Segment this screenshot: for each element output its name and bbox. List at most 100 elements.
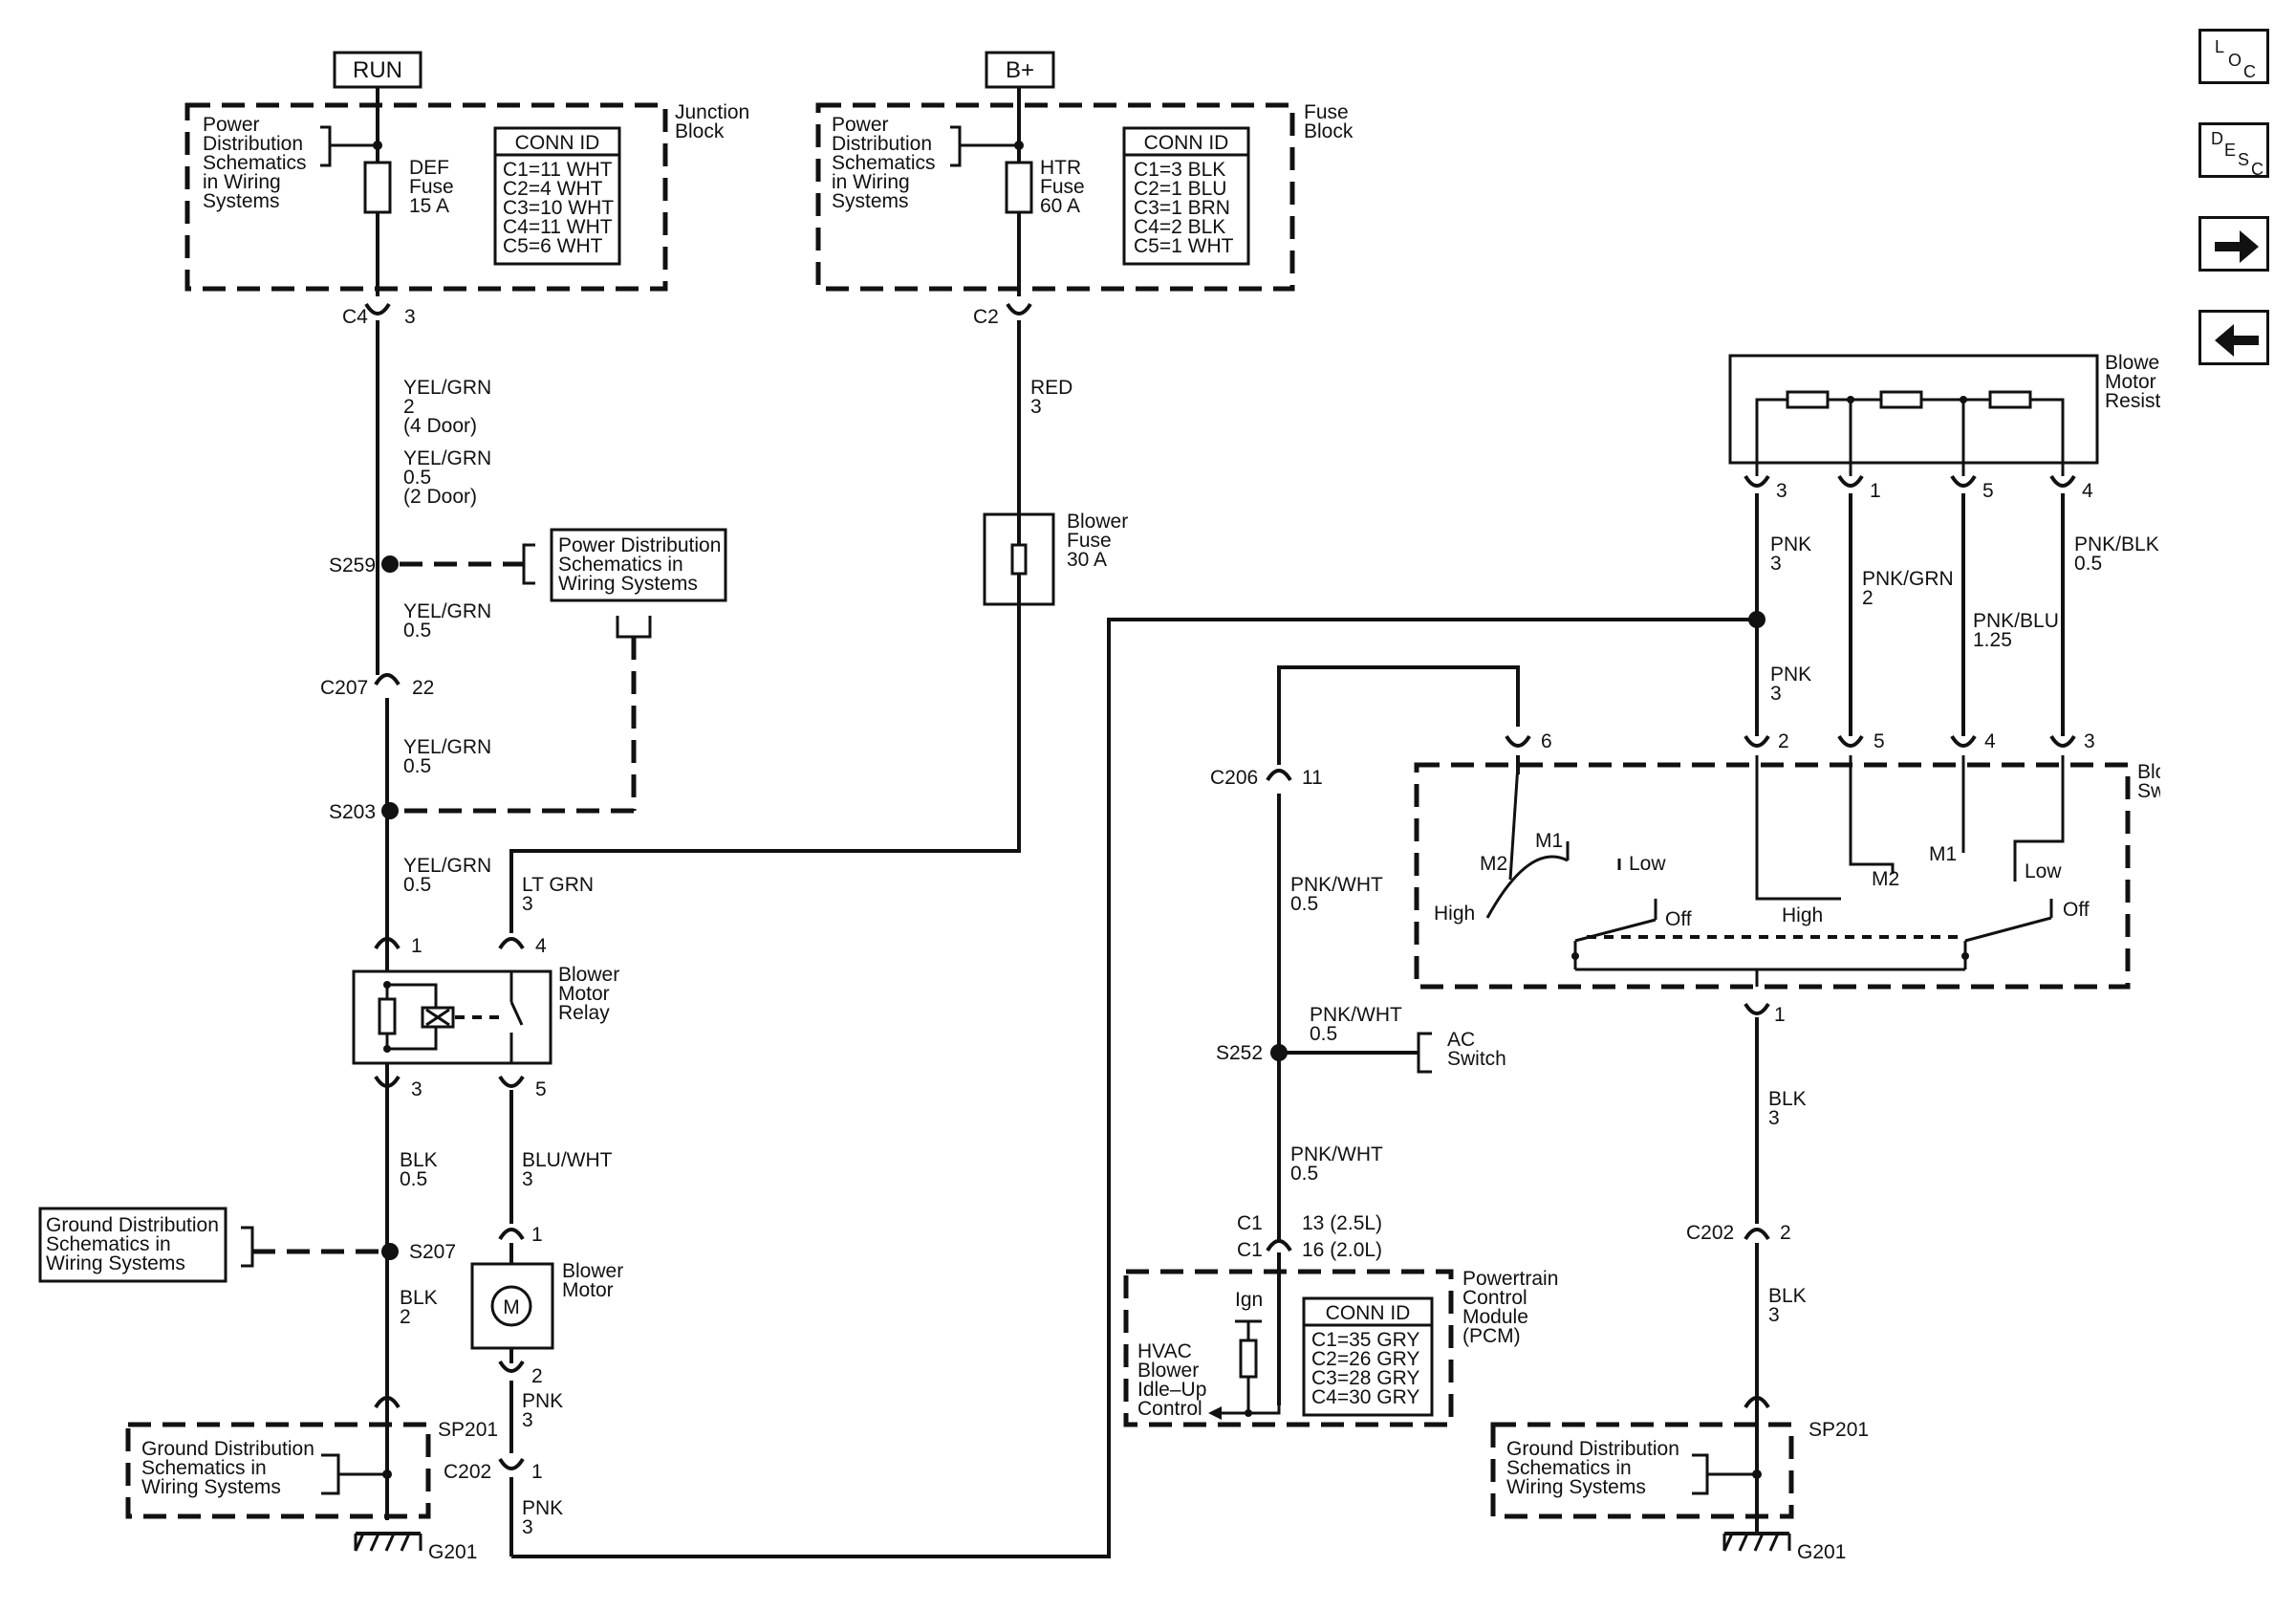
g201-label-left: G201 (428, 1541, 477, 1563)
wire-ltgrn-a: LT GRN (522, 874, 594, 896)
prev-button[interactable] (2199, 310, 2269, 365)
relay-name-2: Motor (558, 983, 610, 1005)
fb-conn-id-table (1122, 126, 1250, 266)
htr-fuse-label-3: 60 A (1040, 195, 1080, 217)
resistor-name-3: Resistor (2105, 390, 2160, 412)
c207-pin-label: 22 (412, 677, 434, 699)
jb-ref-line-5: Systems (203, 190, 280, 212)
wire-yelgrn-1-d: YEL/GRN (403, 447, 491, 469)
s259-splice (381, 555, 399, 573)
switch-high-left: High (1434, 903, 1475, 925)
jb-conn-id-4: C4=11 WHT (503, 216, 613, 238)
def-fuse-symbol (363, 161, 392, 214)
fb-ref-line-4: in Wiring (832, 171, 910, 193)
pcm-conn-id-table (1302, 1296, 1434, 1417)
wire-yelgrn-1-a: YEL/GRN (403, 377, 491, 399)
blower-fuse-symbol (1010, 543, 1028, 576)
pcm-conn-id-3: C3=28 GRY (1311, 1367, 1419, 1389)
pcm-conn-id-title: CONN ID (1326, 1302, 1411, 1324)
blower-fuse-label-3: 30 A (1067, 549, 1107, 571)
jb-conn-id-5: C5=6 WHT (503, 235, 603, 257)
s207-label: S207 (409, 1241, 456, 1263)
pcm-name-4: (PCM) (1462, 1325, 1521, 1347)
fb-ref-line-1: Power (832, 114, 889, 136)
switch-m1-left: M1 (1535, 830, 1563, 852)
gnd-ref-1-line-2: Schematics in (46, 1233, 171, 1255)
fb-conn-id-3: C3=1 BRN (1134, 197, 1230, 219)
pcm-c1b-pin: 16 (2.0L) (1302, 1239, 1382, 1261)
relay-pin-3: 3 (411, 1078, 422, 1100)
jb-ref-line-3: Schematics (203, 152, 307, 174)
hvac-label-3: Idle–Up (1137, 1379, 1206, 1401)
ground-symbol-right (1722, 1532, 1791, 1552)
s252-wire-a: PNK/WHT (1310, 1004, 1402, 1026)
jb-ref-line-4: in Wiring (203, 171, 281, 193)
gnd-ref-2-line-2: Schematics in (141, 1457, 267, 1479)
desc-letter-e: E (2224, 141, 2236, 160)
gnd-ref-2-line-3: Wiring Systems (141, 1476, 281, 1498)
resistor-name-2: Motor (2105, 371, 2156, 393)
pcm-wire-2-b: 0.5 (1290, 1163, 1318, 1185)
motor-pin-1: 1 (531, 1224, 543, 1246)
c4-connector-label: C4 (342, 306, 368, 328)
switch-name-2: Switch (2137, 780, 2160, 802)
resistor-pin-1: 1 (1870, 480, 1881, 502)
fb-ref-line-5: Systems (832, 190, 909, 212)
motor-name-1: Blower (562, 1260, 623, 1282)
next-button[interactable] (2199, 216, 2269, 272)
resistor-pin-3: 3 (1776, 480, 1787, 502)
wire-yelgrn-2-a: YEL/GRN (403, 600, 491, 622)
resistor-name-1: Blower (2105, 352, 2160, 374)
gnd-ref-3-line-1: Ground Distribution (1506, 1438, 1679, 1460)
gnd-ref-2-outline (125, 1422, 431, 1519)
jb-conn-id-3: C3=10 WHT (503, 197, 614, 219)
fb-ref-line-2: Distribution (832, 133, 932, 155)
ground-symbol-left (354, 1532, 422, 1552)
bplus-source-box (985, 51, 1055, 89)
pcm-name-2: Control (1462, 1287, 1527, 1309)
loc-button[interactable]: L O C (2199, 29, 2269, 84)
fuse-block-title-2: Block (1304, 120, 1354, 142)
switch-low-right: Low (2025, 860, 2062, 882)
hvac-label-1: HVAC (1137, 1340, 1192, 1362)
wire-blk-1-a: BLK (400, 1149, 438, 1171)
motor-name-2: Motor (562, 1279, 614, 1301)
switch-wire-blk-2-a: BLK (1768, 1285, 1807, 1307)
s259-label: S259 (329, 555, 376, 577)
jb-ref-line-1: Power (203, 114, 260, 136)
wire-pnk-res2-a: PNK (1770, 664, 1811, 686)
c202-left-pin: 1 (531, 1461, 543, 1483)
c202-left-label: C202 (444, 1461, 491, 1483)
desc-letter-s: S (2238, 150, 2249, 169)
pd-ref-line-3: Wiring Systems (558, 573, 698, 595)
wire-yelgrn-4-a: YEL/GRN (403, 855, 491, 877)
wire-yelgrn-3-b: 0.5 (403, 755, 431, 777)
pcm-c1b-label: C1 (1237, 1239, 1263, 1261)
fb-conn-id-4: C4=2 BLK (1134, 216, 1225, 238)
pcm-c1a-label: C1 (1237, 1212, 1263, 1234)
motor-pin-2: 2 (531, 1365, 543, 1387)
switch-high-right: High (1782, 904, 1823, 926)
switch-off-left: Off (1665, 908, 1692, 930)
pcm-conn-id-2: C2=26 GRY (1311, 1348, 1419, 1370)
pcm-ign-label: Ign (1235, 1289, 1263, 1311)
sp201-label-right: SP201 (1809, 1419, 1869, 1441)
desc-letter-c: C (2251, 160, 2264, 179)
def-fuse-label-1: DEF (409, 157, 449, 179)
s252-label: S252 (1216, 1042, 1263, 1064)
wire-pnkblu-a: PNK/BLU (1973, 610, 2059, 632)
gnd-ref-2-line-1: Ground Distribution (141, 1438, 314, 1460)
arrow-left-icon (2215, 324, 2259, 357)
fb-conn-id-2: C2=1 BLU (1134, 178, 1226, 200)
resistor-pin-5: 5 (1982, 480, 1994, 502)
switch-low-left: Low (1629, 853, 1666, 875)
blower-switch-outline (1414, 762, 2131, 990)
wire-bluwht-b: 3 (522, 1168, 533, 1190)
htr-fuse-label-2: Fuse (1040, 176, 1085, 198)
def-fuse-label-3: 15 A (409, 195, 449, 217)
jb-conn-id-title: CONN ID (515, 132, 600, 154)
relay-name-1: Blower (558, 964, 619, 986)
htr-fuse-label-1: HTR (1040, 157, 1081, 179)
desc-button[interactable]: D E S C (2199, 122, 2269, 179)
fb-ref-line-3: Schematics (832, 152, 936, 174)
